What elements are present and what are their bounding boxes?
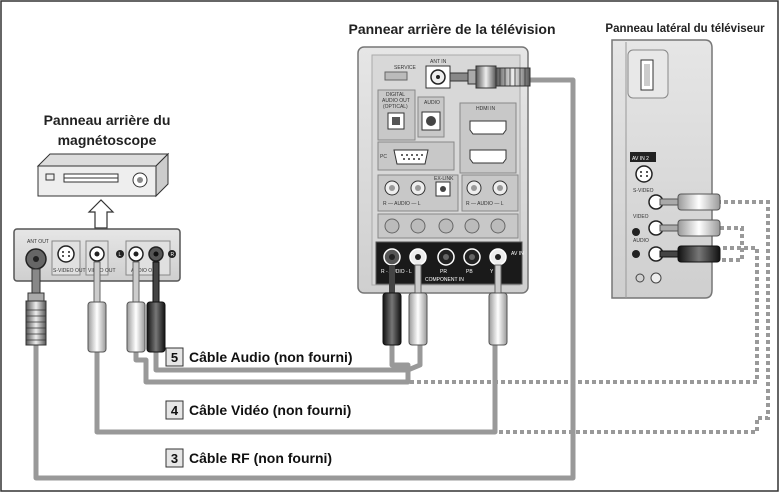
cable-label-video: 4 Câble Vidéo (non fourni) <box>165 400 351 420</box>
cable-dashed-alt <box>408 200 770 434</box>
vcr-device <box>36 152 170 198</box>
vcr-audio-out-label: AUDIO OUT <box>131 268 159 274</box>
audio-row2-label: R — AUDIO — L <box>466 201 504 207</box>
digital-audio-label3: (OPTICAL) <box>383 104 408 110</box>
tv-video-plug <box>488 264 508 346</box>
s-video-port <box>635 165 653 183</box>
side-plugs <box>659 193 721 263</box>
hdmi-label: HDMI IN <box>476 106 496 112</box>
service-label: SERVICE <box>394 65 417 71</box>
vcr-l-label: L <box>119 252 122 258</box>
hdmi-port-2 <box>469 149 507 164</box>
cable-number-3: 3 <box>171 451 178 466</box>
bottom-audio-label: R - AUDIO - L <box>381 269 412 275</box>
cable-rf <box>33 77 576 481</box>
cable-label-rf: 3 Câble RF (non fourni) <box>165 448 332 468</box>
pc-label: PC <box>380 154 387 160</box>
cable-label-audio: 5 Câble Audio (non fourni) <box>165 347 353 367</box>
vcr-s-video-label: S-VIDEO OUT <box>53 268 86 274</box>
cable-label-5: Câble Audio (non fourni) <box>189 349 353 365</box>
tv-back-title: Pannear arrière de la télévision <box>349 21 556 37</box>
component-in-label: COMPONENT IN <box>425 277 464 283</box>
digital-audio-label1: DIGITAL <box>386 92 405 98</box>
side-audio-label: AUDIO <box>633 238 649 244</box>
av-in-2-badge <box>630 152 656 162</box>
vcr-ant-out-label: ANT OUT <box>27 239 49 245</box>
cable-number-4: 4 <box>171 403 179 418</box>
cable-label-4: Câble Vidéo (non fourni) <box>189 402 351 418</box>
tv-audio-plugs <box>382 264 428 346</box>
digital-audio-label2: AUDIO OUT <box>382 98 410 104</box>
vcr-r-label: R <box>171 252 175 258</box>
service-port <box>384 71 408 81</box>
vcr-video-out-label: VIDEO OUT <box>88 268 116 274</box>
vcr-rf-plug <box>25 268 47 346</box>
vcr-zoom-arrow <box>87 199 115 229</box>
vcr-s-video-port <box>57 245 75 263</box>
vcr-video-plug <box>87 261 107 353</box>
side-video-label: VIDEO <box>633 214 649 220</box>
pb-label: PB <box>466 269 473 275</box>
audio-label: AUDIO <box>424 100 440 106</box>
pc-port <box>393 149 429 165</box>
rf-plug-tv <box>449 65 531 89</box>
y-video-label: Y <box>490 269 494 275</box>
audio-row-label: R — AUDIO — L <box>383 201 421 207</box>
cable-video <box>94 345 498 435</box>
vcr-audio-plugs <box>126 261 166 353</box>
pr-label: PR <box>440 269 447 275</box>
cable-label-3: Câble RF (non fourni) <box>189 450 332 466</box>
vcr-back-title-line2: magnétoscope <box>58 132 157 148</box>
tv-side-title: Panneau latéral du téléviseur <box>605 23 765 35</box>
av-in-label: AV IN <box>511 251 524 257</box>
cable-number-5: 5 <box>171 350 178 365</box>
vcr-back-title-line1: Panneau arrière du <box>44 112 171 128</box>
av-in-2-label: AV IN 2 <box>632 156 649 162</box>
hdmi-port-1 <box>469 120 507 135</box>
cable-audio <box>133 345 423 385</box>
side-s-video-label: S-VIDEO <box>633 188 654 194</box>
ex-link-label: EX-LINK <box>434 176 454 182</box>
ant-in-label: ANT IN <box>430 59 447 65</box>
